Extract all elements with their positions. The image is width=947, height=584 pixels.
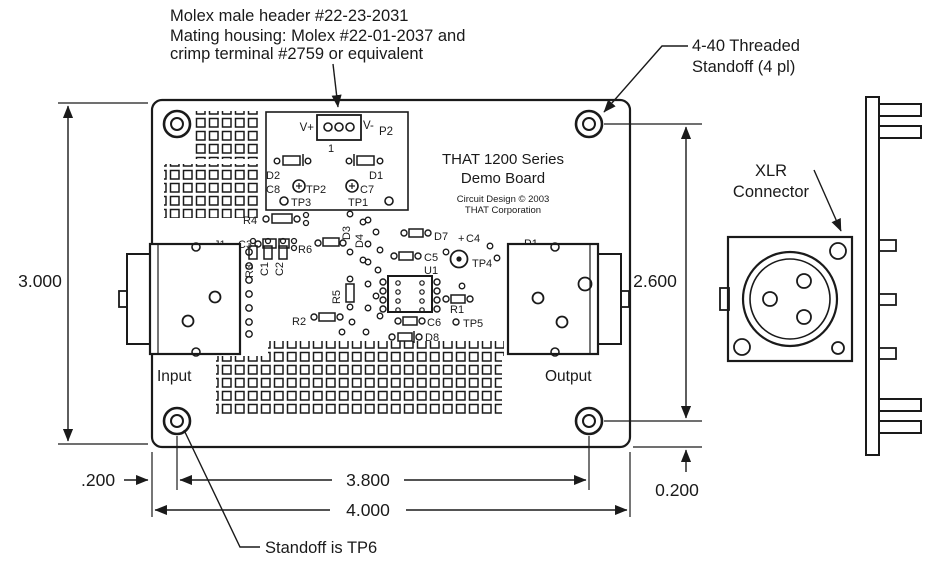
label-c8: C8	[266, 184, 280, 196]
dim-standoff-edge-bottom-value: 0.200	[655, 480, 699, 500]
xlr-label-line1: XLR	[755, 162, 787, 180]
tp4-pad	[449, 249, 469, 269]
xlr-barrel	[741, 250, 839, 348]
label-c2: C2	[274, 262, 286, 276]
label-c1: C1	[259, 262, 271, 276]
xlr-leader-line	[813, 169, 842, 232]
molex-note-line3: crimp terminal #2759 or equivalent	[170, 45, 424, 63]
dimension-standoff-height: 2.600	[604, 123, 702, 422]
proto-grid-top-left	[164, 111, 258, 218]
label-d8: D8	[425, 332, 439, 344]
label-r3: R3	[244, 264, 256, 278]
xlr-label-line2: Connector	[733, 183, 810, 201]
label-r5: R5	[331, 290, 343, 304]
xlr-flange	[726, 235, 854, 363]
label-r2: R2	[292, 316, 306, 328]
board-side-view	[865, 96, 922, 456]
standoff-top-right	[574, 109, 604, 139]
xlr-latch	[719, 287, 730, 311]
xlr-connector-drawing	[719, 235, 854, 363]
input-label: Input	[157, 368, 192, 385]
label-tp4: TP4	[472, 258, 492, 270]
label-c7: C7	[360, 184, 374, 196]
xlr-annotation: XLR Connector	[733, 162, 842, 232]
tp6-leader-line	[183, 429, 260, 548]
dim-edge-to-standoff-value: .200	[81, 470, 115, 490]
molex-note-line1: Molex male header #22-23-2031	[170, 7, 409, 25]
dimension-edge-to-standoff: .200	[81, 470, 149, 490]
molex-note-line2: Mating housing: Molex #22-01-2037 and	[170, 27, 465, 45]
label-d2: D2	[266, 170, 280, 182]
tp6-annotation: Standoff is TP6	[183, 429, 377, 557]
molex-annotation: Molex male header #22-23-2031 Mating hou…	[170, 7, 465, 108]
label-u1: U1	[424, 265, 438, 277]
standoff-bottom-left	[162, 406, 192, 436]
molex-leader-line	[331, 63, 342, 108]
dim-board-height-value: 3.000	[18, 271, 62, 291]
label-c4: C4	[466, 233, 480, 245]
label-c5: C5	[424, 252, 438, 264]
label-tp3: TP3	[291, 197, 311, 209]
label-pin1: 1	[328, 143, 334, 155]
dim-standoff-height-value: 2.600	[633, 271, 677, 291]
side-view-board-edge	[865, 96, 880, 456]
ic-u1-body	[387, 275, 433, 313]
label-tp1: TP1	[348, 197, 368, 209]
tp6-note: Standoff is TP6	[265, 539, 377, 557]
standoff-top-left	[162, 109, 192, 139]
dim-standoff-width-value: 3.800	[346, 470, 390, 490]
dim-board-width-value: 4.000	[346, 500, 390, 520]
label-v-minus: V-	[363, 120, 374, 132]
molex-header-body	[316, 114, 362, 141]
dimension-board-height: 3.000	[18, 102, 148, 445]
label-tp2: TP2	[306, 184, 326, 196]
label-r4: R4	[243, 215, 257, 227]
label-d3: D3	[341, 226, 353, 240]
label-c4-plus: +	[458, 233, 464, 245]
dimension-standoff-edge-bottom: 0.200	[633, 446, 702, 500]
label-v-plus: V+	[300, 122, 315, 134]
label-r6: R6	[298, 244, 312, 256]
label-d1: D1	[369, 170, 383, 182]
dimension-board-width: 4.000	[151, 452, 631, 520]
board-title-line2: Demo Board	[461, 170, 545, 187]
label-p2: P2	[379, 126, 393, 138]
dimension-standoff-width: 3.800	[176, 436, 590, 490]
board-title: THAT 1200 Series Demo Board Circuit Desi…	[442, 151, 564, 216]
standoff-annotation: 4-40 Threaded Standoff (4 pl)	[603, 37, 800, 113]
board-title-line1: THAT 1200 Series	[442, 151, 564, 168]
board-copyright-line1: Circuit Design © 2003	[457, 194, 550, 205]
label-tp5: TP5	[463, 318, 483, 330]
standoff-note-line1: 4-40 Threaded	[692, 37, 800, 55]
label-r1: R1	[450, 304, 464, 316]
label-c6: C6	[427, 317, 441, 329]
molex-header-section: V+ V- P2 1 D2 D1 C8 TP2 C7 TP3 TP1	[265, 111, 409, 211]
right-xlr-jack	[506, 242, 630, 357]
standoff-note-line2: Standoff (4 pl)	[692, 58, 795, 76]
standoff-bottom-right	[574, 406, 604, 436]
j1-pad-column	[245, 248, 253, 338]
header-silkscreen-box	[265, 111, 409, 211]
label-d4: D4	[354, 234, 366, 248]
standoff-leader-line	[603, 45, 688, 113]
label-d7: D7	[434, 231, 448, 243]
left-xlr-jack	[118, 242, 253, 357]
output-label: Output	[545, 368, 592, 385]
board-copyright-line2: THAT Corporation	[465, 205, 541, 216]
proto-grid-bottom	[216, 341, 504, 415]
